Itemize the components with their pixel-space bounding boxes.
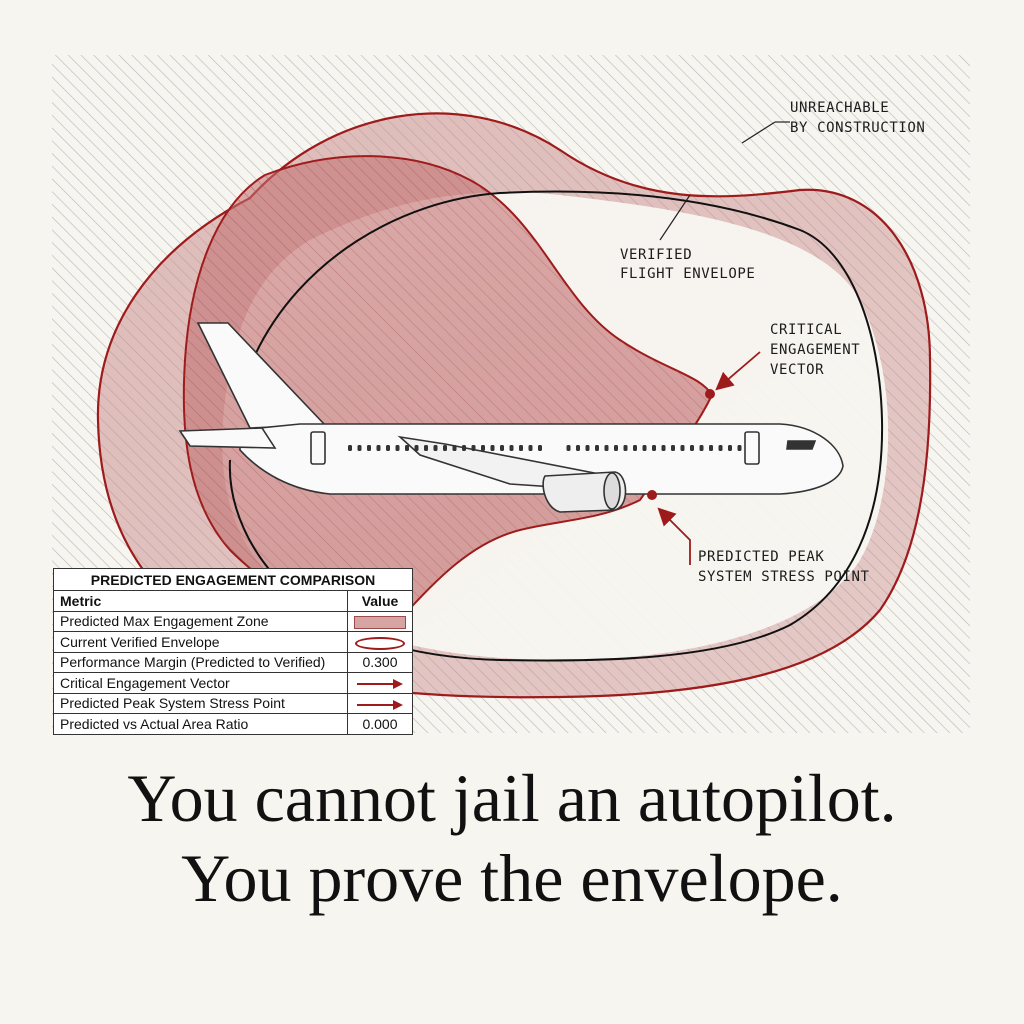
headline-caption: You cannot jail an autopilot. You prove …	[0, 758, 1024, 918]
comparison-table: PREDICTED ENGAGEMENT COMPARISON Metric V…	[53, 568, 413, 735]
callout-peak-line2: SYSTEM STRESS POINT	[698, 569, 870, 585]
table-row: Predicted Max Engagement Zone	[53, 610, 413, 632]
airplane-window	[633, 445, 637, 451]
row-metric: Predicted vs Actual Area Ratio	[53, 713, 348, 735]
row-metric: Critical Engagement Vector	[53, 672, 348, 694]
callout-critical-line1: CRITICAL	[770, 322, 842, 338]
airplane-window	[462, 445, 466, 451]
callout-unreachable-line1: UNREACHABLE	[790, 100, 889, 116]
table-row: Predicted Peak System Stress Point	[53, 692, 413, 714]
airplane-window	[718, 445, 723, 451]
callout-unreachable-line2: BY CONSTRUCTION	[790, 120, 925, 136]
arrow-right-icon	[357, 679, 403, 690]
arrow-right-icon	[357, 699, 403, 710]
row-metric: Predicted Peak System Stress Point	[53, 692, 348, 714]
airplane-window	[604, 445, 609, 451]
airplane-window	[386, 445, 390, 451]
callout-verified-line1: VERIFIED	[620, 247, 692, 263]
airplane-window	[642, 445, 647, 451]
airplane-window	[481, 445, 485, 451]
airplane-window	[348, 445, 352, 451]
row-value: 0.300	[347, 651, 413, 673]
airplane-window	[614, 445, 618, 451]
callout-peak-line1: PREDICTED PEAK	[698, 549, 824, 565]
caption-line-2: You prove the envelope.	[181, 840, 843, 916]
airplane-windows	[348, 445, 742, 451]
engagement-lobe-hatch	[183, 156, 712, 640]
callout-critical: CRITICAL ENGAGEMENT VECTOR	[705, 322, 860, 399]
callout-critical-line3: VECTOR	[770, 362, 824, 378]
airplane-window	[652, 445, 656, 451]
airplane-window	[433, 445, 438, 451]
airplane-window	[443, 445, 447, 451]
table-title-row: PREDICTED ENGAGEMENT COMPARISON	[53, 568, 413, 591]
critical-engagement-point	[705, 389, 715, 399]
table-title: PREDICTED ENGAGEMENT COMPARISON	[53, 568, 413, 591]
airplane-window	[538, 445, 542, 451]
callout-peak: PREDICTED PEAK SYSTEM STRESS POINT	[647, 490, 870, 585]
caption-line-1: You cannot jail an autopilot.	[127, 760, 897, 836]
row-value: 0.000	[347, 713, 413, 735]
airplane-window	[623, 445, 628, 451]
row-metric: Performance Margin (Predicted to Verifie…	[53, 651, 348, 673]
table-row: Predicted vs Actual Area Ratio 0.000	[53, 713, 413, 735]
airplane-window	[709, 445, 713, 451]
airplane-fuselage	[239, 423, 844, 495]
column-header-metric: Metric	[53, 590, 348, 612]
airplane-window	[376, 445, 381, 451]
airplane-window	[395, 445, 400, 451]
airplane-window	[595, 445, 599, 451]
callout-critical-line2: ENGAGEMENT	[770, 342, 860, 358]
airplane-window	[737, 445, 742, 451]
airplane-window	[680, 445, 685, 451]
airplane-window	[509, 445, 514, 451]
airplane-window	[490, 445, 495, 451]
airplane-window	[471, 445, 476, 451]
table-row: Critical Engagement Vector	[53, 672, 413, 694]
callout-unreachable: UNREACHABLE BY CONSTRUCTION	[741, 100, 925, 144]
table-header-row: Metric Value	[53, 590, 413, 612]
envelope-oval-swatch	[355, 636, 405, 650]
airplane-window	[519, 445, 523, 451]
row-metric: Predicted Max Engagement Zone	[53, 610, 348, 632]
airplane-window	[405, 445, 409, 451]
table-row: Performance Margin (Predicted to Verifie…	[53, 651, 413, 673]
peak-stress-point	[647, 490, 657, 500]
airplane-window	[367, 445, 371, 451]
airplane-window	[576, 445, 580, 451]
column-header-value: Value	[347, 590, 413, 612]
airplane-illustration	[178, 322, 844, 513]
row-metric: Current Verified Envelope	[53, 631, 348, 653]
airplane-window	[528, 445, 533, 451]
zone-swatch	[354, 616, 406, 630]
airplane-window	[414, 445, 419, 451]
airplane-window	[671, 445, 675, 451]
airplane-window	[690, 445, 694, 451]
table-row: Current Verified Envelope	[53, 631, 413, 653]
callout-verified: VERIFIED FLIGHT ENVELOPE	[620, 194, 755, 282]
airplane-stabilizer	[178, 427, 277, 449]
airplane-window	[661, 445, 666, 451]
airplane-window	[566, 445, 571, 451]
airplane-window	[357, 445, 362, 451]
airplane-window	[699, 445, 704, 451]
callout-verified-line2: FLIGHT ENVELOPE	[620, 266, 755, 282]
airplane-window	[585, 445, 590, 451]
airplane-window	[728, 445, 732, 451]
airplane-window	[424, 445, 428, 451]
airplane-window	[500, 445, 504, 451]
airplane-window	[452, 445, 457, 451]
